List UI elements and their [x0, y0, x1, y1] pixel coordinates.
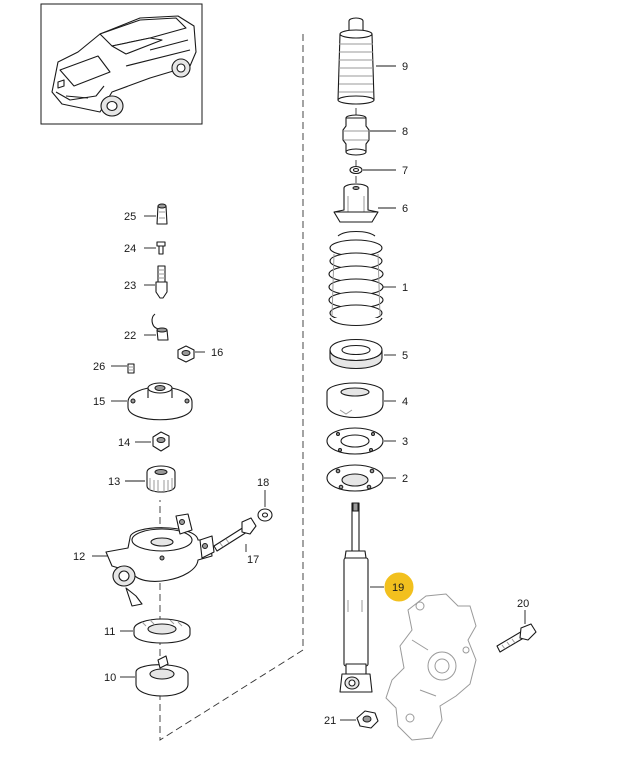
callout-2[interactable]: 2 — [402, 473, 408, 485]
callout-8[interactable]: 8 — [402, 126, 408, 138]
callout-13[interactable]: 13 — [108, 476, 120, 488]
part-20-bolt[interactable] — [496, 623, 537, 653]
part-4-spring-seat[interactable] — [326, 382, 384, 419]
callout-24[interactable]: 24 — [124, 243, 136, 255]
callout-19-highlight[interactable] — [384, 572, 414, 602]
callout-22[interactable]: 22 — [124, 330, 136, 342]
callout-1[interactable]: 1 — [402, 282, 408, 294]
callout-9[interactable]: 9 — [402, 61, 408, 73]
callout-3[interactable]: 3 — [402, 436, 408, 448]
part-1-coil-spring[interactable] — [328, 230, 384, 326]
part-12-housing[interactable] — [105, 513, 215, 607]
part-18-washer[interactable] — [257, 508, 273, 522]
part-22-bracket[interactable] — [151, 313, 169, 341]
part-10-lower-seat[interactable] — [135, 655, 189, 697]
vehicle-overview-thumbnail — [40, 3, 203, 125]
callout-18[interactable]: 18 — [257, 477, 269, 489]
callout-17[interactable]: 17 — [247, 554, 259, 566]
callout-14[interactable]: 14 — [118, 437, 130, 449]
part-15-top-mount[interactable] — [127, 382, 193, 421]
part-2-mounting-plate[interactable] — [326, 464, 384, 492]
callout-21[interactable]: 21 — [324, 715, 336, 727]
part-19-shock-absorber[interactable] — [339, 502, 373, 693]
part-26-screw[interactable] — [127, 363, 135, 374]
part-11-damper-ring[interactable] — [133, 618, 191, 644]
callout-4[interactable]: 4 — [402, 396, 408, 408]
part-21-nut[interactable] — [356, 710, 379, 729]
part-5-spring-pad[interactable] — [329, 339, 383, 369]
callout-26[interactable]: 26 — [93, 361, 105, 373]
callout-19[interactable]: 19 — [392, 582, 404, 594]
part-3-gasket[interactable] — [326, 427, 384, 455]
part-7-washer[interactable] — [349, 165, 363, 175]
callout-12[interactable]: 12 — [73, 551, 85, 563]
part-8-bump-stop[interactable] — [342, 114, 370, 156]
callout-11[interactable]: 11 — [104, 626, 115, 638]
part-24-screw[interactable] — [156, 241, 166, 255]
callout-6[interactable]: 6 — [402, 203, 408, 215]
part-16-nut[interactable] — [177, 345, 195, 363]
callout-5[interactable]: 5 — [402, 350, 408, 362]
callout-7[interactable]: 7 — [402, 165, 408, 177]
wheel-carrier-outline — [385, 593, 477, 741]
callout-16[interactable]: 16 — [211, 347, 223, 359]
part-14-nut[interactable] — [152, 431, 170, 452]
suv-illustration — [51, 15, 197, 117]
part-6-support-cup[interactable] — [333, 183, 379, 223]
part-23-stud[interactable] — [155, 265, 168, 299]
part-9-bellows[interactable] — [337, 17, 375, 105]
part-25-sleeve[interactable] — [156, 203, 168, 225]
callout-15[interactable]: 15 — [93, 396, 105, 408]
callout-10[interactable]: 10 — [104, 672, 116, 684]
part-13-bearing[interactable] — [146, 465, 176, 493]
callout-20[interactable]: 20 — [517, 598, 529, 610]
callout-23[interactable]: 23 — [124, 280, 136, 292]
part-17-bolt[interactable] — [213, 517, 257, 552]
callout-25[interactable]: 25 — [124, 211, 136, 223]
